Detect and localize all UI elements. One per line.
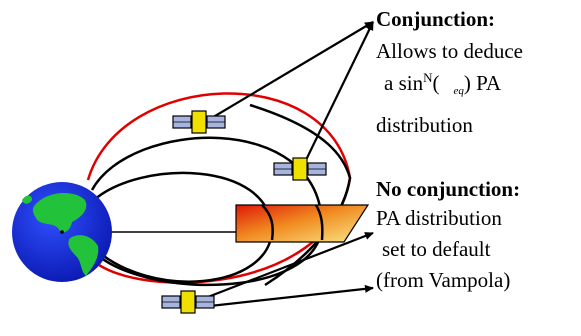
arrow-bottom-satellite-2 [209,284,374,308]
no-conjunction-line-1: PA distribution [376,206,502,230]
satellite-icon [172,110,226,134]
satellite-icon [273,157,327,181]
no-conjunction-title: No conjunction: [376,177,521,201]
arrow-right-satellite [305,21,374,161]
conjunction-line-1: Allows to deduce [376,39,523,63]
outer-field-line-black [249,103,352,287]
conjunction-title: Conjunction: [376,7,496,31]
arrow-bottom-satellite-1 [194,231,374,304]
arrow-top-satellite [204,21,374,123]
satellite-icon [161,290,215,314]
equatorial-plane [235,204,370,243]
no-conjunction-line-3: (from Vampola) [376,268,511,292]
no-conjunction-line-2: set to default [382,237,491,261]
arrows [194,21,374,308]
earth-icon [12,182,112,282]
conjunction-line-2: a sinN(eq) PA [384,70,502,97]
conjunction-line-3: distribution [376,113,473,137]
